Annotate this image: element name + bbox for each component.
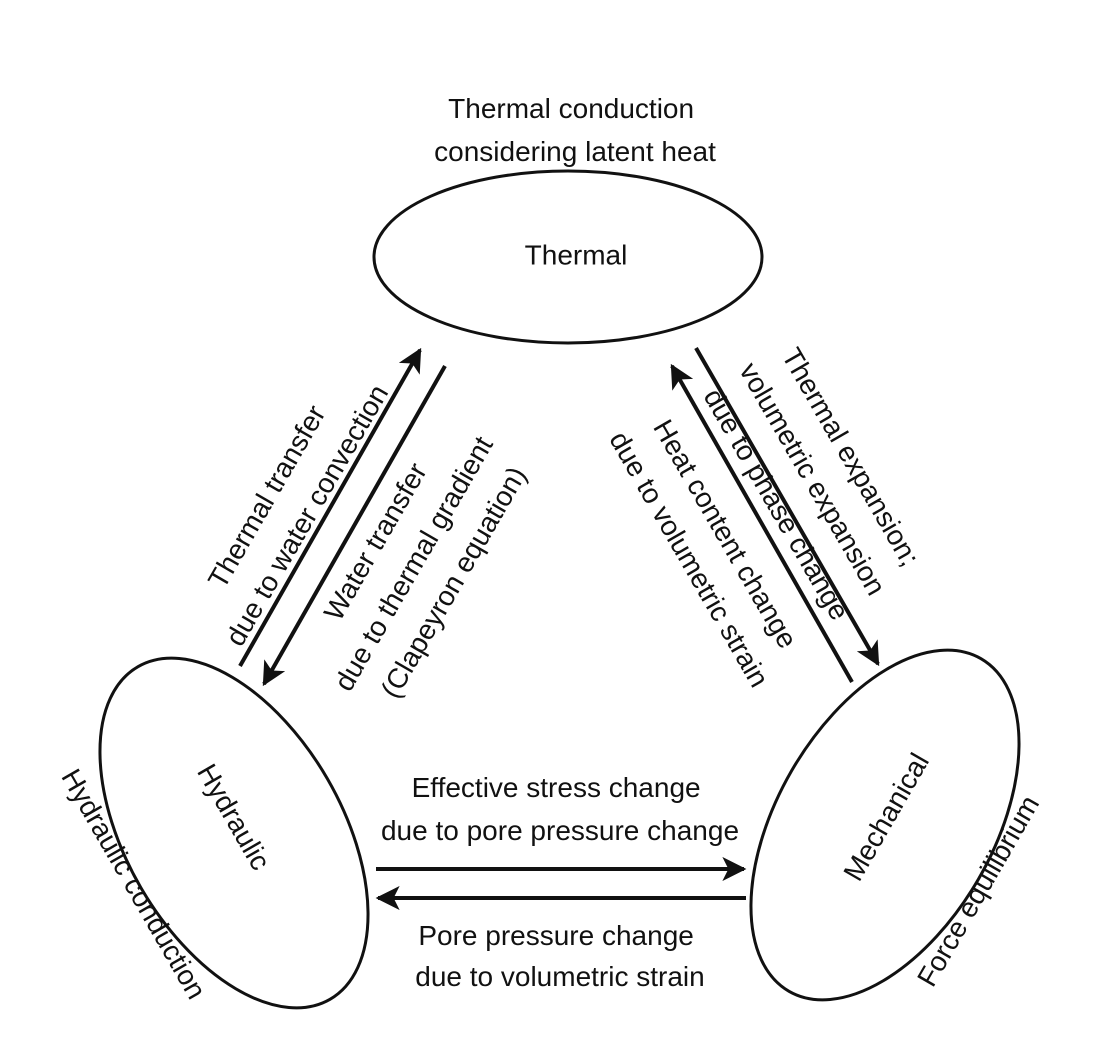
thermal-ellipse	[372, 169, 764, 345]
mechanical-to-hydraulic-line-2: due to volumetric strain	[415, 961, 704, 992]
thermal-self-process-label: Thermal conduction considering latent he…	[434, 93, 716, 167]
arrow-hydraulic-to-thermal	[238, 347, 422, 667]
mechanical-ellipse	[749, 648, 1021, 1002]
thermal-node-label: Thermal	[525, 239, 628, 270]
thermal-self-process-line-1: Thermal conduction	[448, 93, 694, 124]
arrow-mechanical-to-thermal	[670, 363, 854, 683]
thermal-to-mechanical-label: Thermal expansion; volumetric expansion …	[695, 335, 933, 629]
mechanical-node	[749, 648, 1021, 1002]
hydraulic-to-mechanical-line-1: Effective stress change	[412, 772, 701, 803]
hydraulic-node	[98, 656, 370, 1010]
hydraulic-to-mechanical-line-2: due to pore pressure change	[381, 815, 739, 846]
hydraulic-to-mechanical-label: Effective stress change due to pore pres…	[381, 772, 739, 846]
hydraulic-ellipse	[98, 656, 370, 1010]
thermal-self-process-line-2: considering latent heat	[434, 136, 716, 167]
arrow-thermal-to-hydraulic	[262, 365, 447, 687]
mechanical-to-hydraulic-line-1: Pore pressure change	[418, 920, 694, 951]
thermal-node: Thermal	[372, 169, 764, 345]
mechanical-to-hydraulic-label: Pore pressure change due to volumetric s…	[415, 920, 704, 992]
hydraulic-to-thermal-label: Thermal transfer due to water convection	[181, 357, 394, 651]
arrow-thermal-to-mechanical	[694, 347, 880, 667]
